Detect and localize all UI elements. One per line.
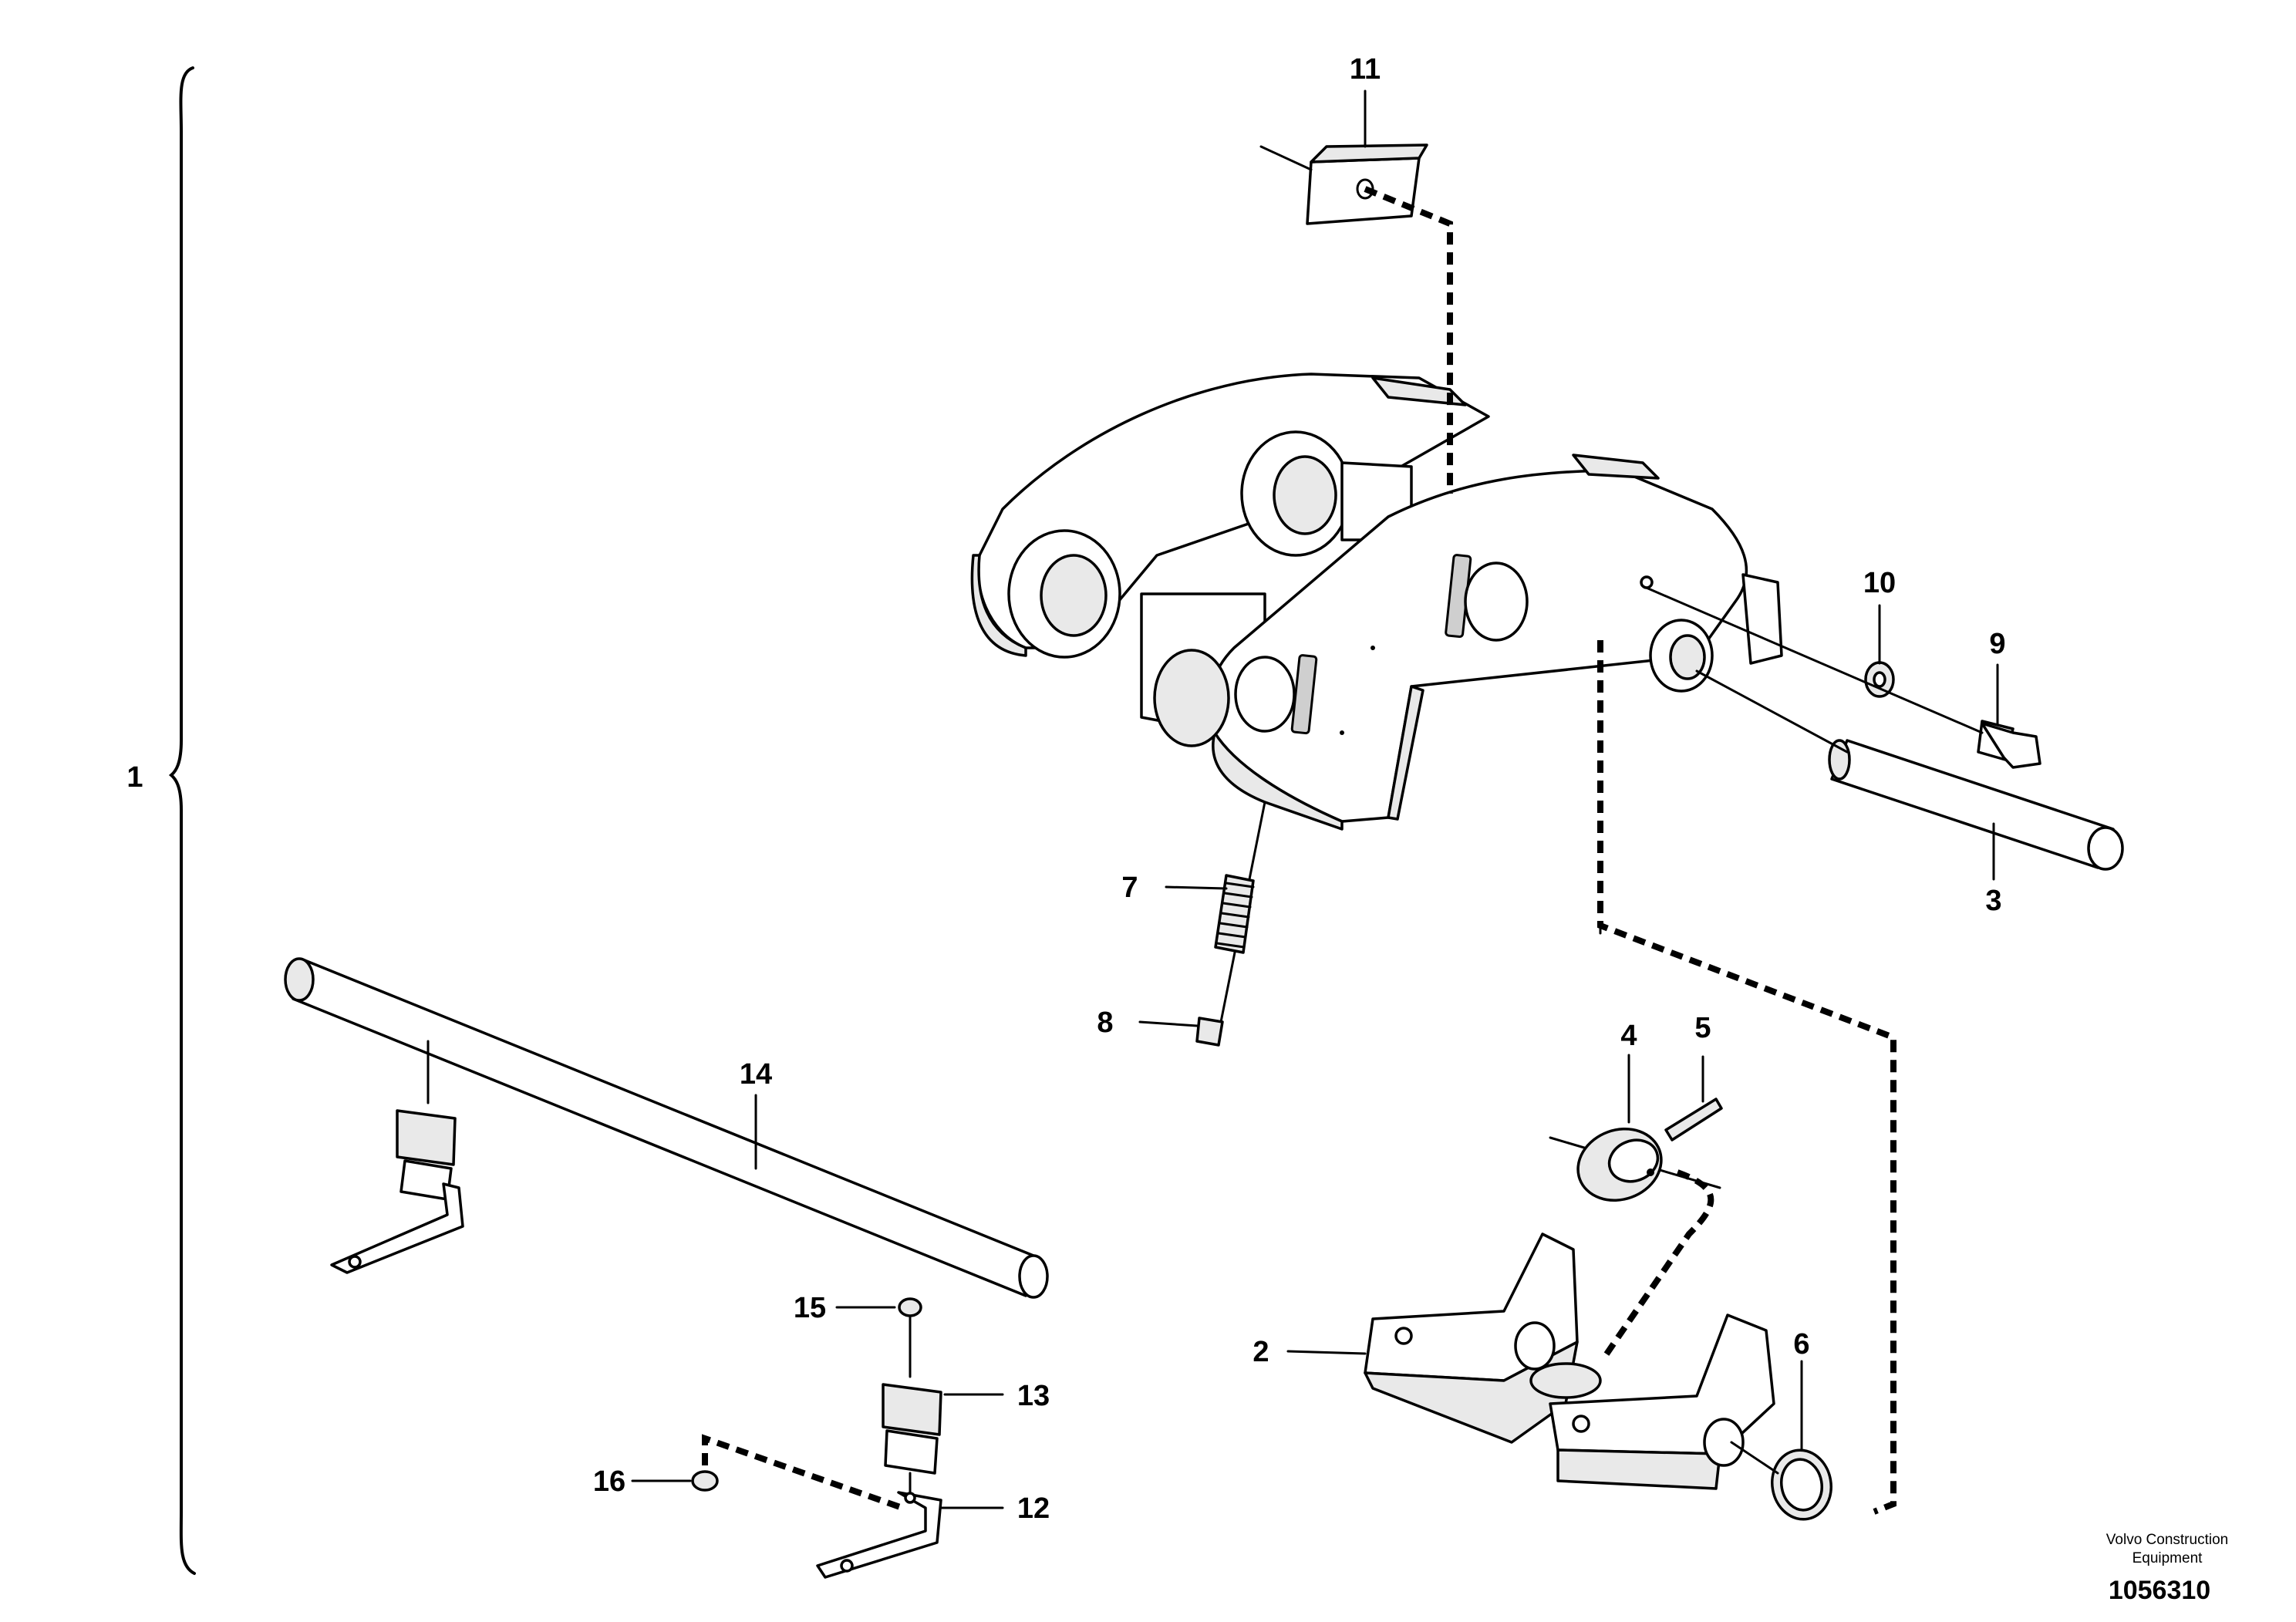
leader-11-dashed <box>1364 186 1453 494</box>
callout-1: 1 <box>126 761 143 794</box>
part-14-rod <box>284 957 1049 1299</box>
part-10-washer <box>1864 661 1895 698</box>
leader-frame-to-lower-dashed <box>1597 640 1896 1515</box>
part-11-wear-pad <box>1259 143 1428 225</box>
leader-16-dashed <box>702 1434 904 1511</box>
callout-8: 8 <box>1097 1007 1113 1039</box>
callout-15: 15 <box>794 1292 826 1324</box>
coupler-frame <box>970 373 1783 831</box>
callout-3: 3 <box>1985 885 2001 917</box>
part-6-o-ring <box>1771 1448 1832 1521</box>
part-13-clip <box>882 1383 942 1475</box>
part-12-bracket <box>816 1491 942 1579</box>
part-16-nut <box>691 1470 719 1492</box>
callout-13: 13 <box>1017 1380 1050 1412</box>
callout-10: 10 <box>1863 567 1896 599</box>
part-4-collar <box>1576 1127 1663 1202</box>
leader-8 <box>1138 1020 1199 1027</box>
leader-9-axis <box>1641 585 1984 734</box>
leader-3-axis <box>1695 669 1849 754</box>
document-number: 1056310 <box>2109 1576 2210 1605</box>
part-15-screw <box>898 1297 922 1378</box>
callout-2: 2 <box>1253 1336 1269 1368</box>
part-5-spring-pin <box>1664 1098 1723 1141</box>
callout-11: 11 <box>1350 53 1381 86</box>
assembly-bracket <box>168 66 196 1575</box>
leader-2 <box>1286 1350 1367 1355</box>
leader-7 <box>1165 885 1228 890</box>
rod-bracket-left <box>330 1182 464 1274</box>
callout-4: 4 <box>1620 1020 1637 1052</box>
callout-6: 6 <box>1793 1328 1809 1361</box>
rod-clip-left <box>396 1109 457 1201</box>
part-9-bolt <box>1977 720 2041 769</box>
credit-line-2: Equipment <box>2132 1550 2203 1566</box>
callout-9: 9 <box>1989 628 2005 660</box>
callout-5: 5 <box>1694 1012 1711 1044</box>
part-8-plug <box>1195 1017 1224 1047</box>
leader-6-axis <box>1730 1441 1779 1475</box>
part-2-latch-block <box>1364 1233 1775 1490</box>
part-3-pin <box>1828 739 2124 871</box>
callout-14: 14 <box>740 1058 772 1091</box>
callout-12: 12 <box>1017 1492 1050 1525</box>
callout-7: 7 <box>1121 872 1138 904</box>
callout-16: 16 <box>593 1465 625 1498</box>
leader-4-dashed <box>1601 1169 1714 1360</box>
part-7-spring <box>1214 874 1255 954</box>
credit-line-1: Volvo Construction <box>2106 1532 2228 1548</box>
